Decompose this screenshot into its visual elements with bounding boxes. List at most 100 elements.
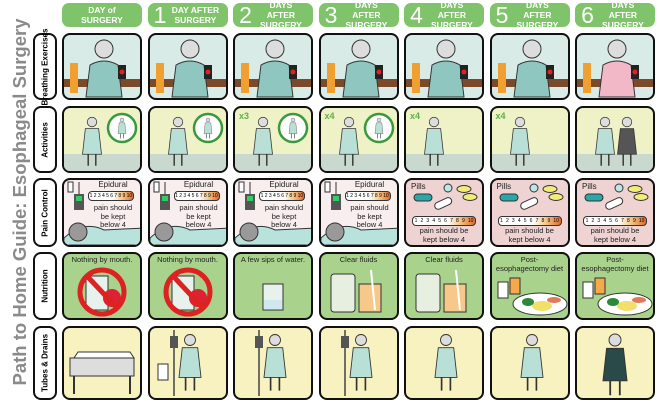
activity-illustration [406,116,482,171]
cell-tubes-day-5 [489,326,570,400]
pain-scale-number: 2 [179,193,183,199]
pain-scale-number: 3 [597,218,601,224]
pain-scale-number: 7 [285,193,289,199]
cell-activities-day-0 [62,106,142,173]
pain-scale-number: 1 [500,218,503,224]
pain-scale-number: 6 [615,218,618,224]
row-label-text: Nutrition [40,269,50,303]
epidural-illustration [235,181,311,245]
pain-scale-number: 1 [346,193,349,199]
pain-scale-number: 3 [426,218,430,224]
repeat-count: x4 [495,111,506,121]
pain-scale-number: 3 [511,218,515,224]
pain-scale-number: 9 [632,218,636,224]
pain-scale-number: 2 [93,193,97,199]
cell-nutrition-day-4: Clear fluids [404,252,484,320]
pain-note: pain should be kept below 4 [93,203,133,229]
pain-method-label: Pills [411,182,426,191]
pain-scale-number: 3 [268,193,272,199]
activity-illustration [320,112,397,171]
cell-breathing-day-5 [489,33,570,100]
pain-scale-number: 6 [195,193,199,199]
tubes-drains-illustration [255,330,287,396]
cell-breathing-day-0 [62,33,142,100]
tubes-drains-illustration [157,330,201,396]
breathing-exercise-illustration [64,39,140,98]
breathing-exercise-illustration [491,39,568,98]
pain-scale-number: 8 [289,193,293,199]
nutrition-instruction: Post-esophagectomy diet [495,255,564,273]
tubes-drains-illustration [340,330,372,396]
pain-scale-number: 2 [264,193,268,199]
epidural-illustration [320,181,397,245]
breathing-exercise-illustration [149,39,226,98]
pain-note: pain should be kept below 4 [264,203,304,229]
pain-scale-number: 5 [438,218,442,224]
row-label-activities: Activities [33,106,57,173]
day-label: DAYS AFTER SURGERY [260,0,302,30]
pain-method-label: Pills [496,182,512,191]
cell-tubes-day-1 [147,326,228,400]
pain-scale-number: 5 [523,218,527,224]
day-number: 1 [153,2,167,28]
cell-activities-day-4: x4 [404,106,484,173]
pain-scale-number: 3 [183,193,187,199]
pain-scale-number: 10 [467,218,474,224]
no-food-icon [77,267,127,317]
pain-scale-number: 2 [350,193,354,199]
day-header-0: DAY of SURGERY [62,3,142,27]
no-food-icon [163,267,212,317]
pain-scale-number: 4 [358,193,362,199]
repeat-count: x3 [239,111,250,121]
day-label: DAYS AFTER SURGERY [602,0,644,30]
row-label-text: Activities [40,121,50,158]
pain-scale-number: 3 [97,193,101,199]
pain-scale-number: 5 [362,193,366,199]
epidural-illustration [149,181,226,245]
day-number: 6 [581,2,594,28]
pain-scale-number: 4 [272,193,276,199]
pain-scale-number: 2 [591,218,595,224]
pain-scale-number: 4 [603,218,607,224]
pain-method-label: Epidural [269,180,299,189]
pain-scale-number: 2 [505,218,509,224]
food-drink-illustration [262,283,284,311]
breathing-exercise-illustration [577,39,653,98]
pain-scale-number: 9 [122,193,126,199]
pain-scale-number: 8 [456,218,459,224]
pain-method-label: Epidural [354,180,385,189]
cell-activities-day-2: x3 [233,106,313,173]
cell-breathing-day-3 [318,33,399,100]
breathing-exercise-illustration [235,39,311,98]
pain-scale-number: 4 [517,218,521,224]
pain-scale-number: 5 [106,193,109,199]
cell-tubes-day-6 [575,326,655,400]
tubes-drains-illustration [602,333,628,396]
pain-scale-number: 1 [89,193,93,199]
pain-scale-number: 7 [450,218,453,224]
tubes-drains-illustration [69,351,135,394]
day-header-6: 6 DAYS AFTER SURGERY [575,0,655,30]
row-label-breathing: Breathing Exercises [33,28,57,105]
pain-note: pain should be kept below 4 [419,226,469,244]
cell-breathing-day-1 [147,33,228,100]
pain-scale-number: 1 [585,218,589,224]
pills-illustration [499,183,563,210]
cell-activities-day-3: x4 [318,106,399,173]
row-label-pain: Pain Control [33,178,57,247]
cell-tubes-day-2 [233,326,313,400]
row-label-nutrition: Nutrition [33,252,57,320]
pain-scale-number: 5 [191,193,195,199]
tubes-drains-illustration [434,334,458,391]
pain-scale-number: 6 [529,218,533,224]
